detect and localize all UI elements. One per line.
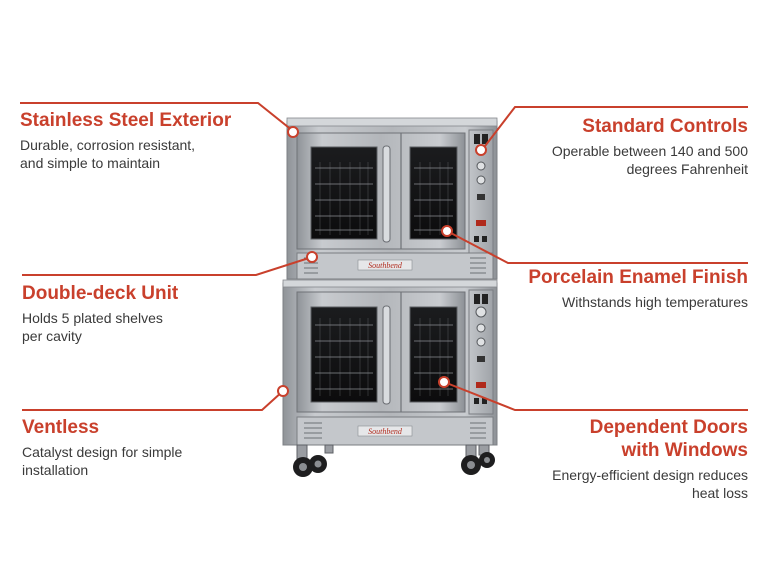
feature-porcelain: Porcelain Enamel Finish Withstands high …	[470, 266, 748, 311]
feature-description: Catalyst design for simple installation	[22, 443, 262, 479]
double-deck-callout-line	[22, 256, 313, 276]
feature-description-line: Withstands high temperatures	[562, 294, 748, 310]
feature-title: Stainless Steel Exterior	[20, 110, 232, 131]
ventless-callout-line	[22, 390, 284, 411]
feature-description-line: and simple to maintain	[20, 155, 161, 171]
stainless-callout-dot	[287, 126, 299, 138]
feature-ventless: Ventless Catalyst design for simple inst…	[22, 416, 262, 479]
porcelain-callout-dot	[441, 225, 453, 237]
feature-description-line: per cavity	[22, 328, 82, 344]
feature-description: Withstands high temperatures	[470, 293, 748, 311]
porcelain-callout-line	[446, 230, 748, 264]
feature-title-line: with Windows	[621, 440, 748, 461]
feature-title-line: Dependent Doors	[589, 417, 748, 438]
upper-oven: Southbend	[286, 117, 498, 280]
casters	[296, 444, 490, 460]
feature-description-line: Holds 5 plated shelves	[22, 310, 163, 326]
double-deck-callout-dot	[306, 251, 318, 263]
feature-description: Operable between 140 and 500 degrees Fah…	[470, 142, 748, 178]
feature-description-line: Catalyst design for simple	[22, 444, 183, 460]
feature-title: Double-deck Unit	[22, 283, 179, 304]
doors-callout-dot	[438, 376, 450, 388]
feature-description-line: heat loss	[691, 485, 748, 501]
feature-description-line: degrees Fahrenheit	[626, 161, 748, 177]
controls-callout-dot	[475, 144, 487, 156]
feature-description-line: Durable, corrosion resistant,	[20, 137, 196, 153]
feature-description: Holds 5 plated shelves per cavity	[22, 309, 262, 345]
feature-description-line: Energy-efficient design reduces	[552, 467, 748, 483]
feature-description: Energy-efficient design reduces heat los…	[470, 466, 748, 502]
feature-title: Dependent Doors with Windows	[470, 416, 748, 462]
upper-brand-label: Southbend	[368, 261, 403, 270]
feature-doors: Dependent Doors with Windows Energy-effi…	[470, 416, 748, 502]
feature-title: Standard Controls	[582, 116, 748, 137]
feature-title: Ventless	[22, 417, 100, 438]
lower-oven: Southbend	[282, 279, 498, 446]
feature-controls: Standard Controls Operable between 140 a…	[470, 115, 748, 178]
controls-callout-line	[481, 106, 748, 151]
wheels	[293, 452, 495, 477]
feature-description-line: installation	[22, 462, 89, 478]
feature-double-deck: Double-deck Unit Holds 5 plated shelves …	[22, 282, 262, 345]
feature-stainless: Stainless Steel Exterior Durable, corros…	[20, 109, 280, 172]
lower-brand-label: Southbend	[368, 427, 403, 436]
ventless-callout-dot	[277, 385, 289, 397]
feature-description: Durable, corrosion resistant, and simple…	[20, 136, 280, 172]
doors-callout-line	[443, 381, 748, 411]
stainless-callout-line	[20, 102, 294, 132]
feature-description-line: Operable between 140 and 500	[551, 143, 748, 159]
feature-title: Porcelain Enamel Finish	[528, 267, 748, 288]
